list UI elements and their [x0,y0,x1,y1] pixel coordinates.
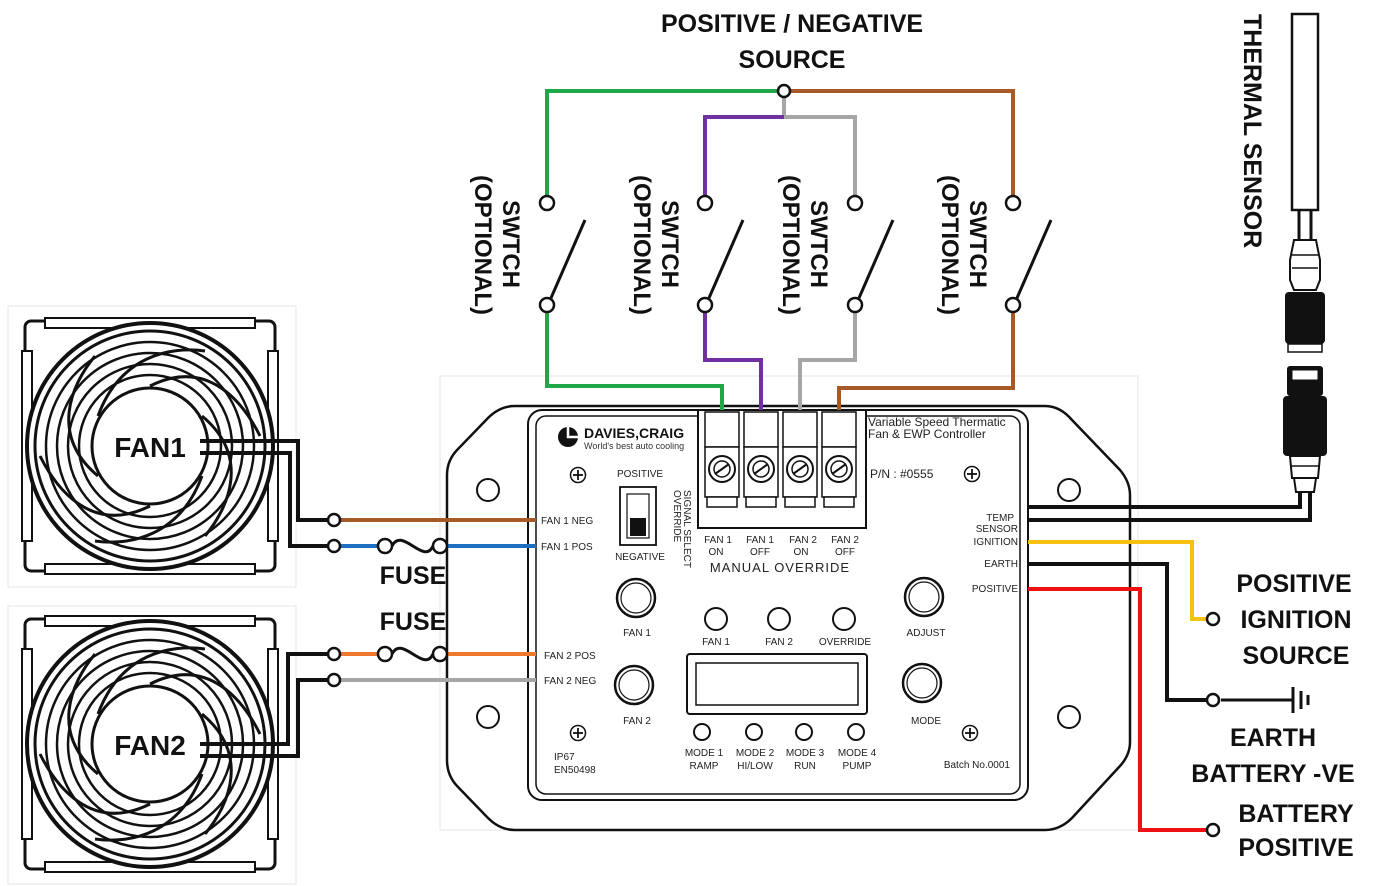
mode3-sublabel: RUN [794,761,816,772]
ovr-label-2a: FAN 1 [746,535,774,546]
right-term-earth: EARTH [984,559,1018,570]
right-term-positive: POSITIVE [972,584,1018,595]
terminal-2 [743,411,779,508]
switch-4 [1004,194,1053,314]
switch-3 [846,194,895,314]
override-terminal-block [697,409,867,529]
ovr-label-1b: ON [709,547,724,558]
switch-3-optional: (OPTIONAL) [777,175,804,315]
override-indicator [832,607,856,631]
fuse-2-label: FUSE [380,608,447,636]
source-label-1: POSITIVE / NEGATIVE [661,10,923,38]
ovr-label-3a: FAN 2 [789,535,817,546]
mode4-sublabel: PUMP [843,761,872,772]
override-indicator-label: OVERRIDE [819,637,872,648]
mode4-led [847,723,865,741]
power-wiring [1028,540,1293,838]
left-term-fan1neg: FAN 1 NEG [541,516,593,527]
brand-tagline: World's best auto cooling [584,441,684,451]
fan1-button-label: FAN 1 [623,628,651,639]
signal-select-side1: OVERRIDE [671,490,682,543]
part-number: P/N : #0555 [870,467,934,481]
fan2-indicator [767,607,791,631]
switch-2-optional: (OPTIONAL) [628,175,655,315]
fan2-button-label: FAN 2 [623,716,651,727]
positive-ignition-line3: SOURCE [1243,642,1350,670]
switch-wiring [545,83,1015,410]
ip-rating: IP67 [554,752,575,763]
mode-button-label: MODE [911,716,941,727]
mode-button[interactable] [901,662,943,704]
thermal-sensor [1283,12,1327,493]
right-term-sensor: SENSOR [976,524,1018,535]
fan1-indicator-label: FAN 1 [702,637,730,648]
signal-select-negative: NEGATIVE [615,552,665,563]
mode3-led [795,723,813,741]
terminal-4 [821,411,857,508]
signal-select-side2: SIGNAL SELECT [681,490,692,568]
mode4-label: MODE 4 [838,748,877,759]
mode1-sublabel: RAMP [690,761,719,772]
controller-title-1: Variable Speed Thermatic [868,415,1006,429]
fan1-button[interactable] [615,577,657,619]
right-term-ignition: IGNITION [974,537,1018,548]
mode2-led [745,723,763,741]
mode2-label: MODE 2 [736,748,775,759]
adjust-button-label: ADJUST [907,628,946,639]
ovr-label-4b: OFF [835,547,855,558]
mode1-led [693,723,711,741]
ovr-label-2b: OFF [750,547,770,558]
positive-ignition-line1: POSITIVE [1236,570,1351,598]
controller: DAVIES,CRAIG World's best auto cooling V… [439,375,1139,832]
fuse-1 [376,537,449,555]
source-label-2: SOURCE [739,46,846,74]
batch-number: Batch No.0001 [944,760,1011,771]
fan2-button[interactable] [613,664,655,706]
battery-positive-line1: BATTERY [1238,800,1354,828]
switch-1-word: SWTCH [497,200,524,288]
mode1-label: MODE 1 [685,748,724,759]
fan2-indicator-label: FAN 2 [765,637,793,648]
switch-4-optional: (OPTIONAL) [936,175,963,315]
switch-3-word: SWTCH [805,200,832,288]
left-term-fan2pos: FAN 2 POS [544,651,596,662]
positive-ignition-line2: IGNITION [1240,606,1351,634]
adjust-button[interactable] [903,576,945,618]
brand-name: DAVIES,CRAIG [584,425,684,441]
signal-select-positive: POSITIVE [617,469,663,480]
signal-select-switch[interactable]: POSITIVE NEGATIVE OVERRIDE SIGNAL SELECT [615,469,692,568]
switch-2 [696,194,745,314]
earth-label-2: BATTERY -VE [1191,760,1354,788]
standard: EN50498 [554,765,596,776]
mode2-sublabel: HI/LOW [737,761,773,772]
earth-label-1: EARTH [1230,724,1316,752]
switch-4-word: SWTCH [964,200,991,288]
switch-1-optional: (OPTIONAL) [469,175,496,315]
right-term-temp: TEMP [986,513,1014,524]
left-term-fan1pos: FAN 1 POS [541,542,593,553]
terminal-1 [704,411,740,508]
ovr-label-4a: FAN 2 [831,535,859,546]
ovr-label-1a: FAN 1 [704,535,732,546]
manual-override-label: MANUAL OVERRIDE [710,560,850,575]
fuse-2 [376,645,449,663]
mode3-label: MODE 3 [786,748,825,759]
ovr-label-3b: ON [794,547,809,558]
switch-2-word: SWTCH [656,200,683,288]
controller-title-2: Fan & EWP Controller [868,427,986,441]
fan-wiring [200,439,536,758]
fan1: FAN1 [7,305,297,588]
battery-positive-line2: POSITIVE [1238,834,1353,862]
fuse-1-label: FUSE [380,562,447,590]
fan2-label: FAN2 [114,730,186,761]
brand-logo-icon [558,427,578,447]
thermal-sensor-label: THERMAL SENSOR [1238,14,1266,248]
fan1-indicator [704,607,728,631]
earth-icon [1291,687,1310,713]
left-term-fan2neg: FAN 2 NEG [544,676,596,687]
switch-1 [538,194,587,314]
fan1-label: FAN1 [114,432,186,463]
terminal-3 [782,411,818,508]
